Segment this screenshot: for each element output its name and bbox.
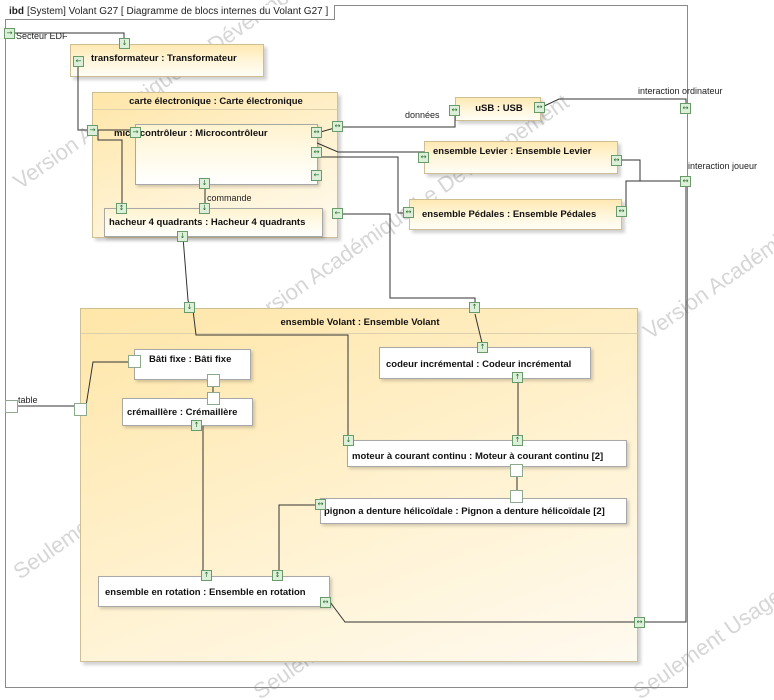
wire-carte-codeur [338, 213, 476, 308]
port-hacheur-in[interactable]: ↕ [116, 203, 127, 214]
port-levier-out[interactable]: ↔ [611, 155, 622, 166]
port-codeur-top[interactable]: ↑ [477, 342, 488, 353]
wire-joueur-volant [640, 186, 687, 623]
ibd-frame [5, 5, 688, 688]
block-title: pignon a denture hélicoïdale : Pignon a … [324, 506, 605, 517]
port-carte-codeur[interactable]: ← [332, 208, 343, 219]
port-interaction-ordinateur[interactable]: ↔ [680, 103, 691, 114]
port-volant-hacheur[interactable]: ↓ [184, 302, 195, 313]
wire-micro-pedales [317, 156, 409, 214]
port-micro-levier[interactable]: ↔ [311, 147, 322, 158]
block-title: codeur incrémental : Codeur incrémental [386, 359, 572, 370]
port-pedales-in[interactable]: ↔ [403, 207, 414, 218]
frame-header: ibd[System] Volant G27 [ Diagramme de bl… [5, 5, 336, 20]
port-rotation-out[interactable]: ↔ [320, 597, 331, 608]
wire-pedales-joueur [622, 180, 680, 213]
wire-volant-moteur [192, 309, 349, 440]
block-title: crémaillère : Crémaillère [127, 407, 238, 418]
part-bati-fixe[interactable]: Bâti fixe : Bâti fixe [134, 349, 251, 380]
part-hacheur[interactable]: hacheur 4 quadrants : Hacheur 4 quadrant… [104, 208, 323, 237]
block-title: moteur à courant continu : Moteur à cour… [352, 451, 604, 462]
block-title: carte électronique : Carte électronique [129, 96, 303, 107]
port-cremaillere-top[interactable] [207, 392, 220, 405]
part-pignon[interactable]: pignon a denture hélicoïdale : Pignon a … [320, 498, 627, 524]
flow-label-commande: commande [207, 193, 252, 203]
port-carte-in[interactable]: → [87, 125, 98, 136]
port-bati-bottom[interactable] [207, 374, 220, 387]
port-label-interaction-joueur: interaction joueur [688, 161, 758, 171]
port-moteur-codeur[interactable]: ↑ [512, 435, 523, 446]
port-carte-usb[interactable]: ↔ [332, 121, 343, 132]
port-volant-table[interactable] [74, 403, 87, 416]
block-title: ensemble en rotation : Ensemble en rotat… [105, 587, 306, 598]
port-hacheur-commande[interactable]: ↓ [199, 203, 210, 214]
port-rotation-cremaillere[interactable]: ↑ [201, 570, 212, 581]
port-transformateur-out[interactable]: ← [73, 56, 84, 67]
title-divider [93, 109, 339, 110]
wire-micro-usb [316, 112, 456, 134]
flow-label-donnees: données [405, 110, 440, 120]
block-title: transformateur : Transformateur [91, 53, 237, 64]
port-micro-pedales[interactable]: ← [311, 170, 322, 181]
block-ensemble-pedales[interactable]: ensemble Pédales : Ensemble Pédales [409, 199, 622, 230]
wire-codeur-internal [474, 313, 484, 348]
port-levier-in[interactable]: ↔ [418, 152, 429, 163]
part-cremaillere[interactable]: crémaillère : Crémaillère [122, 398, 253, 426]
port-interaction-joueur[interactable]: ↔ [680, 176, 691, 187]
port-pedales-out[interactable]: ↔ [616, 206, 627, 217]
port-label-table: table [18, 395, 38, 405]
port-volant-codeur[interactable]: ↑ [469, 302, 480, 313]
port-pignon-in[interactable]: ↔ [315, 499, 326, 510]
block-transformateur[interactable]: transformateur : Transformateur [70, 44, 264, 77]
port-bati-left[interactable] [128, 355, 141, 368]
port-label-secteur-edf: Secteur EDF [16, 31, 68, 41]
wire-hacheur-volant [182, 236, 191, 309]
port-hacheur-out[interactable]: ↓ [177, 231, 188, 242]
port-table[interactable] [5, 400, 18, 413]
port-volant-joueur[interactable]: ↔ [634, 617, 645, 628]
port-codeur-bottom[interactable]: ↑ [512, 372, 523, 383]
wire-micro-levier [316, 142, 425, 158]
wire-pignon-rotation [278, 504, 320, 576]
wire-rotation-volant [329, 601, 634, 623]
port-transformateur-in[interactable]: ↓ [119, 38, 130, 49]
wire-usb-ordinateur [539, 98, 687, 109]
port-micro-usb[interactable]: ↔ [311, 127, 322, 138]
port-pignon-top[interactable] [510, 490, 523, 503]
port-micro-commande[interactable]: ↓ [199, 178, 210, 189]
block-title: uSB : USB [475, 103, 523, 114]
title-divider [81, 333, 639, 334]
port-moteur-in[interactable]: ↓ [343, 435, 354, 446]
port-moteur-bottom[interactable] [510, 464, 523, 477]
wire-levier-joueur [617, 159, 686, 182]
block-title: ensemble Levier : Ensemble Levier [433, 146, 592, 157]
part-ensemble-rotation[interactable]: ensemble en rotation : Ensemble en rotat… [98, 576, 330, 607]
port-usb-in[interactable]: ↔ [449, 105, 460, 116]
wire-carte-hacheur [97, 130, 123, 208]
port-label-interaction-ordinateur: interaction ordinateur [638, 86, 723, 96]
block-ensemble-levier[interactable]: ensemble Levier : Ensemble Levier [424, 141, 618, 174]
block-title: Bâti fixe : Bâti fixe [149, 354, 232, 365]
block-title: hacheur 4 quadrants : Hacheur 4 quadrant… [109, 217, 306, 228]
wire-transformateur-carte [77, 62, 92, 131]
block-title: ensemble Volant : Ensemble Volant [280, 317, 440, 328]
wire-volant-bati [85, 361, 134, 407]
frame-kind: ibd [9, 6, 24, 17]
port-usb-out[interactable]: ↔ [534, 102, 545, 113]
block-title: microcontrôleur : Microcontrôleur [114, 128, 268, 139]
port-micro-in[interactable]: → [130, 127, 141, 138]
port-cremaillere-out[interactable]: ↑ [191, 420, 202, 431]
port-secteur-edf[interactable]: → [4, 28, 15, 39]
frame-title: [System] Volant G27 [ Diagramme de blocs… [27, 6, 329, 17]
block-title: ensemble Pédales : Ensemble Pédales [422, 209, 597, 220]
part-microcontroleur[interactable]: microcontrôleur : Microcontrôleur [114, 124, 318, 185]
part-moteur[interactable]: moteur à courant continu : Moteur à cour… [347, 440, 627, 467]
port-rotation-pignon[interactable]: ↕ [272, 570, 283, 581]
